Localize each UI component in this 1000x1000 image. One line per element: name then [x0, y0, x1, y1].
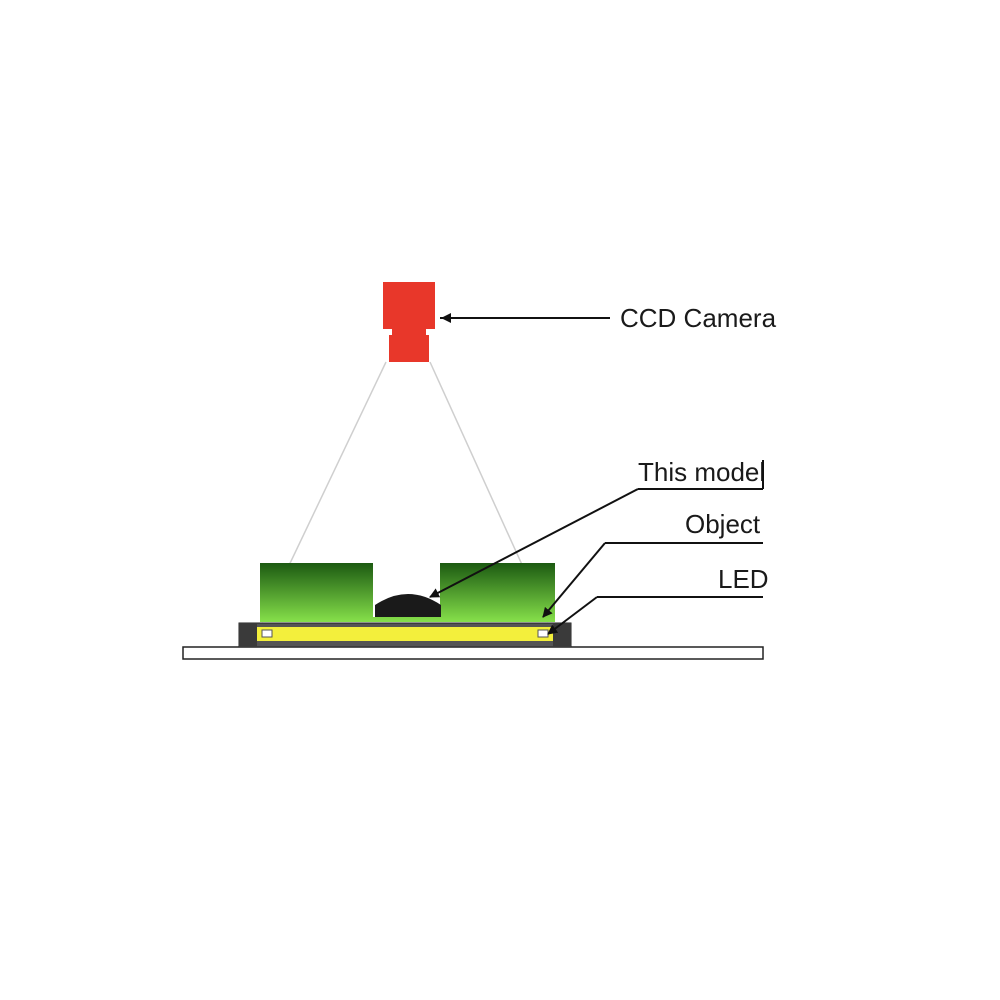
- callout-lines: [429, 313, 763, 635]
- label-this-model: This model: [638, 457, 765, 487]
- label-object: Object: [685, 509, 761, 539]
- model-dome: [375, 594, 441, 617]
- ccd-camera-icon: [383, 282, 435, 362]
- label-led: LED: [718, 564, 769, 594]
- led-strip: [257, 627, 553, 641]
- base-plate: [182, 646, 764, 660]
- label-ccd-camera: CCD Camera: [620, 303, 777, 333]
- object-block: [260, 563, 555, 622]
